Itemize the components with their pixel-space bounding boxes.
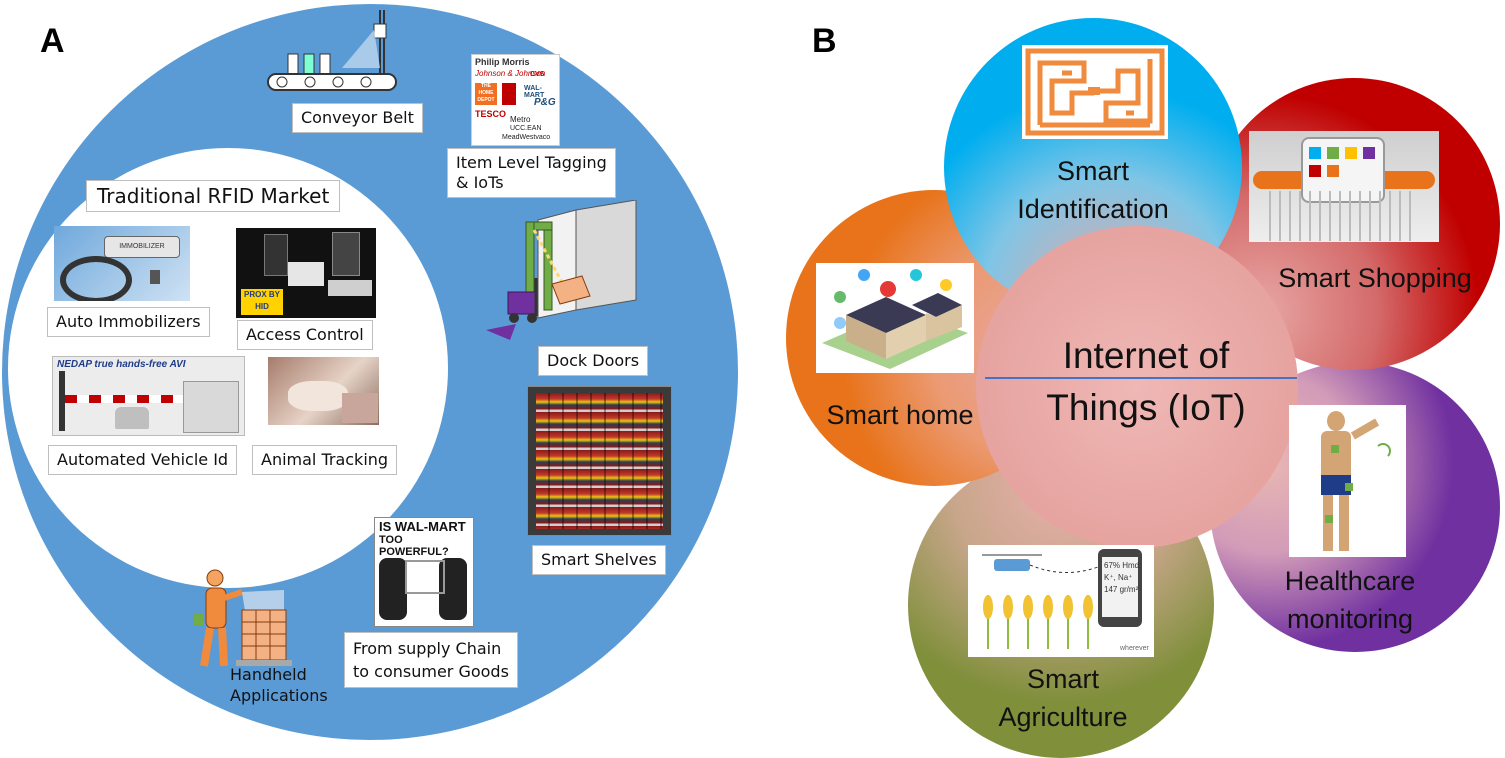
proxy-card-sub: HID <box>255 302 269 311</box>
agri-reading-density: 147 gr/m² <box>1104 585 1139 594</box>
magazine-headline-1: IS WAL-MART <box>379 519 466 534</box>
tire-left <box>379 558 407 620</box>
panel-a-letter: A <box>40 22 65 60</box>
rfid-tag-antenna-image <box>1022 45 1168 139</box>
agri-readings: 67% Hmd. K⁺, Na⁺ 147 gr/m² <box>1104 560 1141 596</box>
animal-tracking-label: Animal Tracking <box>252 445 398 475</box>
conveyor-belt-illustration <box>267 10 397 91</box>
access-control-label: Access Control <box>237 320 373 350</box>
handheld-worker-illustration <box>194 569 292 667</box>
agri-logo: wherever <box>1120 645 1149 652</box>
magazine-cover-photo: IS WAL-MART TOO POWERFUL? <box>374 517 474 627</box>
immobilizer-device: IMMOBILIZER <box>104 236 180 258</box>
smart-shelves-label: Smart Shelves <box>532 545 666 575</box>
smart-identification-label: Smart Identification <box>1017 156 1169 224</box>
center-divider <box>985 377 1297 379</box>
logo-walmart: WAL-MART <box>524 85 545 99</box>
logo-metro: Metro <box>510 115 531 124</box>
logo-pg: P&G <box>534 97 556 108</box>
smart-home-image <box>816 263 974 373</box>
logo-philip-morris: Philip Morris <box>475 57 530 67</box>
logo-cvs: CVS <box>530 71 545 78</box>
iot-center-title: Internet of Things (IoT) <box>1046 335 1246 428</box>
dock-door-illustration <box>486 200 637 340</box>
smart-home-label: Smart home <box>826 400 974 430</box>
logo-tesco: TESCO <box>475 109 507 119</box>
healthcare-photo <box>1289 405 1406 557</box>
proxy-card-text: PROX BY <box>243 290 280 299</box>
animal-tracking-photo <box>268 357 379 425</box>
cart-basket <box>1269 191 1419 241</box>
logo-meadwestvaco: MeadWestvaco <box>502 134 551 141</box>
conveyor-belt-label: Conveyor Belt <box>292 103 423 133</box>
agri-reading-ions: K⁺, Na⁺ <box>1104 573 1133 582</box>
automated-vehicle-photo: NEDAP true hands-free AVI <box>52 356 245 436</box>
smart-agriculture-image <box>968 545 1154 657</box>
brand-logos-collage: Philip Morris Johnson & Johnson THE HOME… <box>471 54 560 146</box>
smart-agriculture-label: Smart Agriculture <box>998 664 1128 732</box>
dock-doors-label: Dock Doors <box>538 346 649 376</box>
logo-ucc: UCC.EAN <box>510 125 542 132</box>
shelf-products <box>536 393 663 529</box>
auto-immobilizers-label: Auto Immobilizers <box>47 307 210 337</box>
barrier-arm <box>65 395 185 403</box>
magazine-headline-2: TOO POWERFUL? <box>379 534 449 558</box>
agri-reading-humidity: 67% Hmd. <box>1104 561 1142 570</box>
logo-home-depot: THE HOME DEPOT <box>475 83 497 105</box>
healthcare-monitoring-label: Healthcare monitoring <box>1284 566 1416 634</box>
iot-center-circle <box>976 226 1298 548</box>
logo-johnson: Johnson & Johnson <box>475 69 546 78</box>
shopping-cart <box>405 560 445 594</box>
logo-coca-cola <box>502 83 516 105</box>
panel-b-letter: B <box>812 22 837 60</box>
smart-shelves-photo <box>527 386 672 536</box>
smart-shopping-label: Smart Shopping <box>1278 263 1472 293</box>
item-level-tagging-label: Item Level Tagging & IoTs <box>447 148 616 198</box>
automated-vehicle-label: Automated Vehicle Id <box>48 445 238 475</box>
traditional-rfid-title: Traditional RFID Market <box>86 180 341 212</box>
proxy-card: PROX BY HID <box>240 288 284 316</box>
vehicle <box>115 407 149 429</box>
nedap-banner: NEDAP true hands-free AVI <box>57 359 186 370</box>
access-control-photo: PROX BY HID <box>236 228 376 318</box>
immobilizer-cable <box>60 256 132 301</box>
smart-shopping-photo <box>1249 131 1439 242</box>
supply-chain-label: From supply Chain to consumer Goods <box>344 632 518 688</box>
handheld-applications-label: Handheld Applications <box>230 665 328 705</box>
auto-immobilizer-photo: IMMOBILIZER <box>54 226 190 301</box>
